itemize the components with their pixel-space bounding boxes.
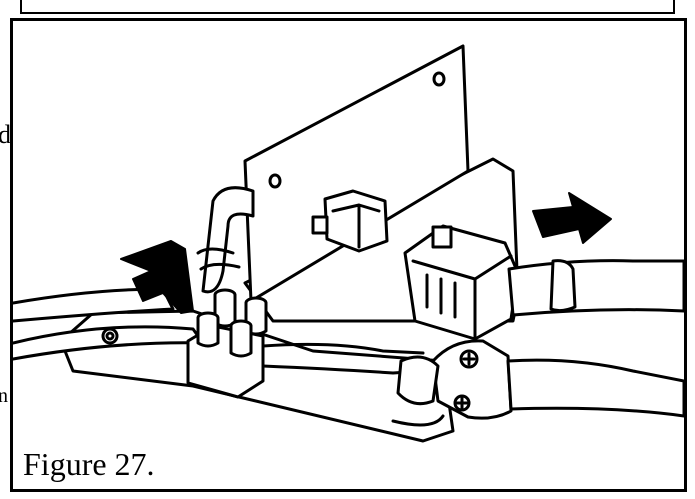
mount-hole	[268, 173, 282, 189]
lower-wire	[261, 342, 425, 355]
small-connector	[323, 189, 389, 253]
top-frame-border	[20, 0, 675, 14]
figure-caption: Figure 27.	[23, 446, 155, 482]
mount-hole	[432, 71, 446, 87]
vertical-plate	[243, 44, 470, 303]
arrow-left-icon	[120, 240, 194, 314]
figure-frame: Figure 27.	[10, 18, 687, 492]
clamp-block	[431, 339, 513, 420]
technical-illustration	[13, 44, 684, 443]
arrow-right-icon	[532, 192, 612, 244]
edge-text-fragment: n	[0, 385, 8, 407]
right-cable	[507, 259, 684, 317]
edge-text-fragment: d	[0, 120, 11, 149]
large-connector	[403, 224, 520, 341]
right-lower-cable	[506, 358, 684, 418]
lower-wire	[261, 364, 425, 375]
cable-loop	[391, 414, 445, 427]
cable-band	[549, 259, 577, 313]
grommet	[396, 355, 440, 406]
wire-harness	[201, 186, 255, 294]
